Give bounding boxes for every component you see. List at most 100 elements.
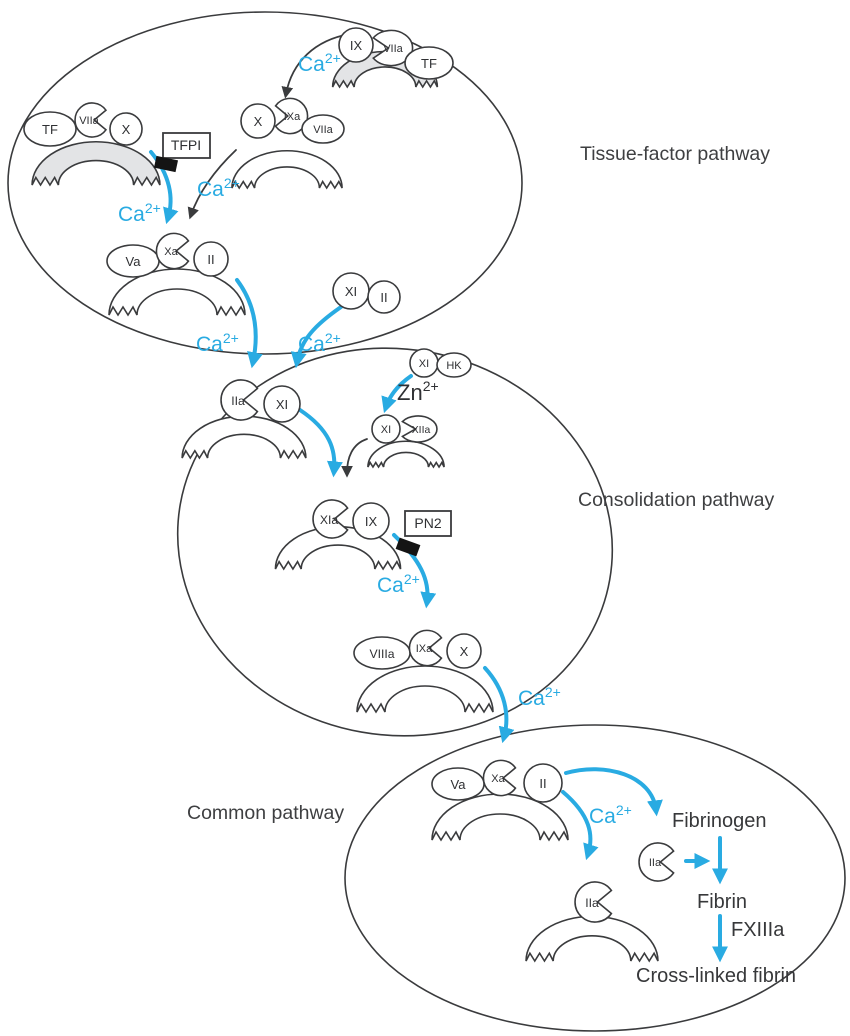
common-pathway-title: Common pathway [187,802,344,824]
ca-ion-label-3: Ca2+ [118,200,161,226]
membrane-arch-ixa-complex [231,150,343,189]
pn2-block-marker [395,537,421,557]
factor-ii-label: II [207,252,214,267]
ca-text: Ca [196,333,223,356]
zn-text: Zn [397,380,423,405]
ca-superscript: 2+ [224,175,240,191]
factor-xi-node-2 [263,385,301,423]
tfpi-block-marker [153,155,179,173]
ca-text: Ca [298,333,325,356]
ca-arrow-to-consolidation-right [290,305,343,369]
fibrin-label: Fibrin [697,891,747,913]
factor-ix-label-2: IX [365,514,378,529]
factor-x-node [109,112,143,146]
ca-arrow-ii-to-iia [561,790,599,861]
membrane-arch-xi-xiia [367,440,445,468]
ca-arrow-to-common-pathway [483,666,515,744]
factor-va-label: Va [126,254,142,269]
factor-iia-label-2: IIa [649,857,662,869]
ca-ion-label-6: Ca2+ [377,571,420,597]
tissue-factor-label: TF [421,56,437,71]
pn2-label: PN2 [414,515,441,531]
factor-x-label: X [122,122,131,137]
ca-ion-label-5: Ca2+ [298,330,341,356]
factor-viia-label-2: VIIa [79,115,99,127]
ca-arrow-to-consolidation-left [235,278,263,369]
ca-ion-label-4: Ca2+ [196,330,239,356]
membrane-arch-iia-xi [181,415,307,459]
fibrinogen-label: Fibrinogen [672,810,767,832]
factor-xi-label-3: XI [419,358,429,370]
factor-ii-label-3: II [539,776,546,791]
ca-arrow-ii-to-fibrinogen [564,767,663,817]
tissue-factor-cell-boundary [7,11,523,355]
factor-xa-label-2: Xa [491,773,505,785]
factor-ixa-label: IXa [284,111,301,123]
arrow-ixa-complex-down [187,149,237,220]
membrane-arch-intrinsic-tenase [356,665,494,713]
ca-superscript: 2+ [325,50,341,66]
factor-ixa-label-2: IXa [416,643,433,655]
zn-superscript: 2+ [423,378,439,394]
consolidation-cell-boundary [176,347,614,737]
factor-viiia-label: VIIIa [369,647,394,661]
ca-text: Ca [298,53,325,76]
hk-node [436,352,472,378]
arrow-xi-to-xia [298,408,343,478]
consolidation-pathway-title: Consolidation pathway [578,489,774,511]
tissue-factor-node [404,46,454,80]
zn-ion-label: Zn2+ [397,378,439,405]
ca-ion-label-1: Ca2+ [298,50,341,76]
factor-viia-node-3 [301,114,345,144]
factor-iia-label: IIa [231,394,245,408]
tissue-factor-label-2: TF [42,122,58,137]
factor-ix-label: IX [350,38,363,53]
factor-iia-label-3: IIa [585,896,599,910]
cross-linked-fibrin-label: Cross-linked fibrin [636,965,796,987]
arrow-initiation-to-ixa-complex [281,33,351,99]
fxiiia-label: FXIIIa [731,919,785,941]
factor-x-label-2: X [254,114,263,129]
ca-superscript: 2+ [325,330,341,346]
membrane-arch-thrombin-surface [525,915,659,962]
factor-ix-node [338,27,374,63]
factor-ii-node-3 [523,763,563,803]
factor-x-node-2 [240,103,276,139]
ca-text: Ca [589,805,616,828]
factor-ii-node [193,241,229,277]
zn-arrow-xi-hk-to-xi-xiia [381,374,413,414]
tissue-factor-node-2 [23,111,77,147]
factor-viia-label: VIIa [383,43,403,55]
ca-ion-label-7: Ca2+ [518,684,561,710]
factor-xi-label-2: XI [276,397,288,412]
ca-text: Ca [197,178,224,201]
ca-superscript: 2+ [404,571,420,587]
factor-va-label-2: Va [451,777,467,792]
ca-superscript: 2+ [145,200,161,216]
common-cell-boundary [344,724,846,1032]
arrow-xiia-to-xia [341,438,368,478]
factor-xa-label: Xa [164,246,178,258]
ca-ion-label-2: Ca2+ [197,175,240,201]
ca-superscript: 2+ [223,330,239,346]
tfpi-inhibitor-box [162,132,211,159]
factor-ix-node-2 [352,502,390,540]
ca-superscript: 2+ [616,802,632,818]
factor-ii-node-2 [367,280,401,314]
factor-xi-label-4: XI [381,424,391,436]
hk-label: HK [446,360,462,372]
ca-superscript: 2+ [545,684,561,700]
factor-xi-label: XI [345,284,357,299]
factor-xia-label: XIa [320,513,339,527]
ca-arrow-extrinsic-to-prothrombinase [149,150,179,225]
ca-text: Ca [118,203,145,226]
pn2-inhibitor-box [404,510,452,537]
ca-ion-label-8: Ca2+ [589,802,632,828]
tfpi-label: TFPI [171,137,201,153]
factor-x-node-3 [446,633,482,669]
factor-x-label-3: X [460,644,469,659]
factor-ii-label-2: II [380,290,387,305]
factor-viia-label-3: VIIa [313,124,333,136]
